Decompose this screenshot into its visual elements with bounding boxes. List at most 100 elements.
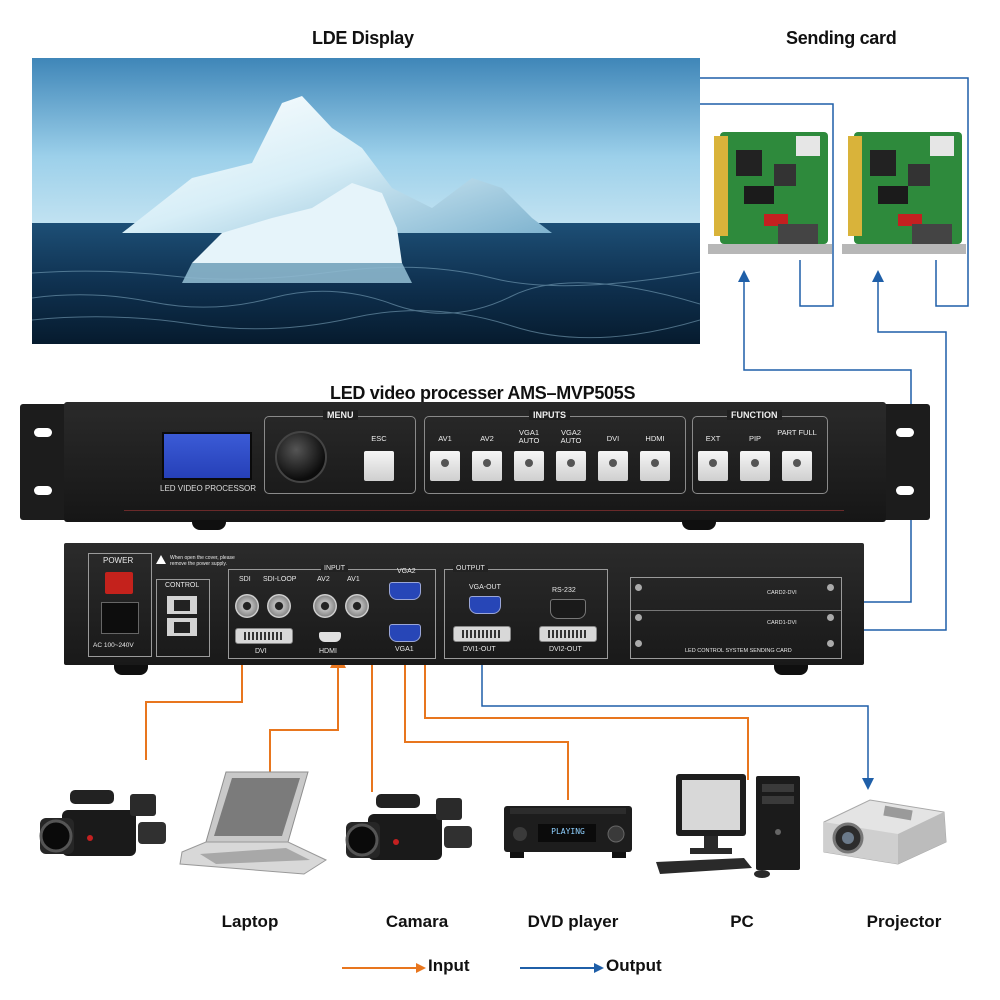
pip-label: PIP	[748, 434, 762, 443]
power-socket	[101, 602, 139, 634]
input-box: INPUT SDI SDI-LOOP AV2 AV1 VGA2 DVI HDMI…	[228, 565, 436, 659]
pip-button[interactable]	[740, 451, 770, 481]
function-group: FUNCTION EXT PIP PART FULL	[692, 410, 828, 494]
warning-icon	[156, 555, 166, 564]
laptop-image	[176, 768, 332, 885]
sdi-port[interactable]	[235, 594, 259, 618]
av2-label: AV2	[480, 434, 494, 443]
dvd-screen-text: PLAYING	[551, 827, 585, 836]
power-rating: AC 100~240V	[93, 642, 134, 649]
hdmi-label: HDMI	[645, 434, 665, 443]
lcd-caption: LED VIDEO PROCESSOR	[160, 484, 257, 493]
camera-2-image	[340, 776, 480, 891]
vga2-port[interactable]	[389, 582, 421, 600]
card2-label: CARD2-DVI	[767, 590, 797, 596]
ext-label: EXT	[705, 434, 721, 443]
vga1-auto-label: VGA1 AUTO	[518, 428, 540, 445]
sending-card-title: Sending card	[786, 28, 897, 48]
vga1-port-label: VGA1	[395, 646, 414, 653]
lcd-screen	[162, 432, 252, 480]
menu-group: MENU ESC	[264, 410, 416, 494]
camera-label: Camara	[385, 912, 449, 931]
laptop-label: Laptop	[221, 912, 279, 931]
sending-card-caption: LED CONTROL SYSTEM SENDING CARD	[685, 648, 792, 654]
hdmi-button[interactable]	[640, 451, 670, 481]
input-legend-label: Input	[428, 956, 470, 975]
menu-title: MENU	[323, 410, 358, 420]
rack-ear-right	[882, 404, 930, 520]
card-output-lines	[481, 270, 947, 790]
output-box: OUTPUT VGA-OUT DVI1-OUT DVI2-OUT	[444, 565, 608, 659]
hdmi-port-label: HDMI	[319, 648, 337, 655]
warning-text: When open the cover, please remove the p…	[170, 555, 235, 567]
rs232-label: RS-232	[552, 587, 576, 594]
part-full-button[interactable]	[782, 451, 812, 481]
dvi-in-port[interactable]	[235, 628, 293, 644]
vga2-port-label: VGA2	[397, 568, 416, 575]
sdi-label: SDI	[239, 576, 251, 583]
vga1-auto-button[interactable]	[514, 451, 544, 481]
sdi-loop-port[interactable]	[267, 594, 291, 618]
av1-label: AV1	[438, 434, 452, 443]
function-title: FUNCTION	[727, 410, 782, 420]
card1-label: CARD1-DVI	[767, 620, 797, 626]
inputs-title: INPUTS	[529, 410, 571, 420]
dvi2-out-label: DVI2-OUT	[549, 646, 582, 653]
hdmi-port[interactable]	[319, 632, 341, 642]
vga-out-port[interactable]	[469, 596, 501, 614]
av1-port[interactable]	[345, 594, 369, 618]
processor-front-panel: LED VIDEO PROCESSOR MENU ESC INPUTS AV1 …	[20, 402, 930, 530]
av1-button[interactable]	[430, 451, 460, 481]
output-legend-arrow	[520, 963, 604, 973]
projector-image	[814, 782, 954, 877]
sending-card-1	[708, 128, 832, 260]
vga-out-label: VGA-OUT	[469, 584, 501, 591]
av1-port-label: AV1	[347, 576, 360, 583]
dvi2-out-port[interactable]	[539, 626, 597, 642]
control-port-1[interactable]	[167, 596, 197, 614]
processor-rear-panel: POWER AC 100~240V When open the cover, p…	[64, 543, 864, 675]
av2-port[interactable]	[313, 594, 337, 618]
power-title: POWER	[103, 556, 134, 565]
input-title: INPUT	[321, 565, 348, 572]
inputs-group: INPUTS AV1 AV2 VGA1 AUTO VGA2 AUTO DVI H…	[424, 410, 686, 494]
control-port-2[interactable]	[167, 618, 197, 636]
projector-label: Projector	[866, 912, 942, 931]
dvi-label: DVI	[606, 434, 620, 443]
dvd-player-label: DVD player	[527, 912, 619, 931]
display-card-lines	[700, 77, 969, 307]
part-full-label: PART FULL	[777, 428, 817, 437]
pc-image	[652, 770, 812, 887]
camera-1-image	[34, 772, 174, 887]
power-box: POWER AC 100~240V	[88, 553, 152, 657]
led-display-title: LDE Display	[312, 28, 414, 48]
output-legend-label: Output	[606, 956, 662, 975]
esc-button[interactable]	[364, 451, 394, 481]
led-display-image	[32, 58, 700, 344]
control-box: CONTROL	[156, 579, 210, 657]
sending-card-slots: CARD2-DVI CARD1-DVI LED CONTROL SYSTEM S…	[630, 577, 842, 659]
dvd-player-image: PLAYING	[500, 800, 636, 862]
rs232-port[interactable]	[550, 599, 586, 619]
vga2-auto-button[interactable]	[556, 451, 586, 481]
dvi-button[interactable]	[598, 451, 628, 481]
dvi-port-label: DVI	[255, 648, 267, 655]
av2-button[interactable]	[472, 451, 502, 481]
av2-port-label: AV2	[317, 576, 330, 583]
output-title: OUTPUT	[453, 565, 488, 572]
control-title: CONTROL	[165, 582, 200, 589]
vga1-port[interactable]	[389, 624, 421, 642]
dvi1-out-port[interactable]	[453, 626, 511, 642]
ext-button[interactable]	[698, 451, 728, 481]
esc-label: ESC	[371, 434, 387, 443]
processor-title: LED video processer AMS–MVP505S	[330, 383, 636, 403]
vga2-auto-label: VGA2 AUTO	[560, 428, 582, 445]
pc-label: PC	[730, 912, 754, 931]
input-legend-arrow	[342, 963, 426, 973]
rack-ear-left	[20, 404, 68, 520]
power-switch[interactable]	[105, 572, 133, 594]
dvi1-out-label: DVI1-OUT	[463, 646, 496, 653]
menu-knob[interactable]	[275, 431, 327, 483]
sending-card-2	[842, 128, 966, 260]
sdi-loop-label: SDI-LOOP	[263, 576, 297, 583]
